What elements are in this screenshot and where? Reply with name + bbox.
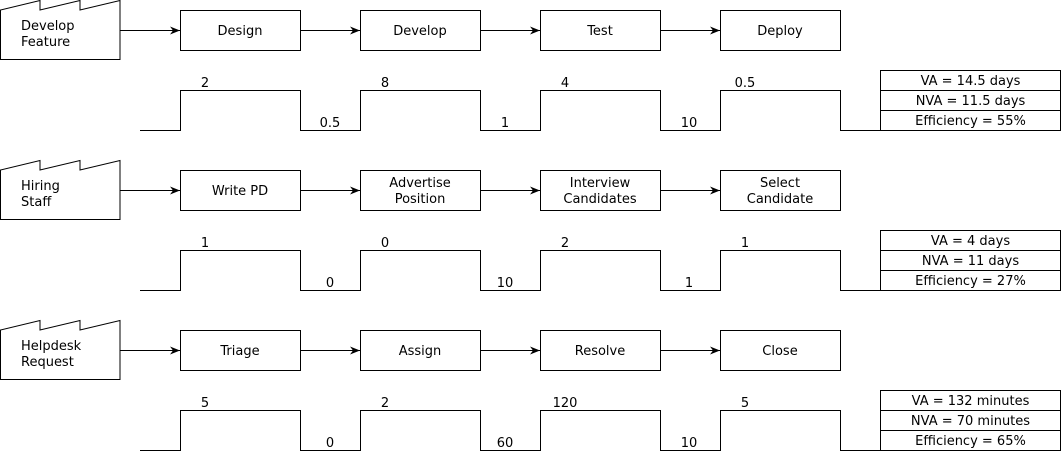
nva-time-label: 1 — [685, 276, 693, 291]
process-step-label: Select — [760, 176, 800, 191]
timeline — [140, 410, 880, 451]
process-step-box — [720, 10, 841, 51]
source-label: Feature — [21, 35, 70, 50]
summary-label: NVA = 70 minutes — [911, 414, 1030, 429]
source-label: Hiring — [21, 179, 60, 194]
source-label: Develop — [21, 19, 75, 34]
nva-time-label: 0.5 — [320, 116, 341, 131]
va-time-label: 1 — [741, 236, 749, 251]
process-step-label: Test — [586, 24, 613, 39]
summary-label: Efficiency = 27% — [915, 274, 1026, 289]
summary-label: VA = 132 minutes — [912, 394, 1030, 409]
va-time-label: 1 — [201, 236, 209, 251]
summary-label: VA = 4 days — [931, 234, 1010, 249]
process-step-label: Advertise — [389, 176, 450, 191]
va-time-label: 2 — [561, 236, 569, 251]
va-time-label: 4 — [561, 76, 569, 91]
process-step-label: Close — [762, 344, 797, 359]
summary-label: Efficiency = 55% — [915, 114, 1026, 129]
process-step-box — [360, 10, 481, 51]
va-time-label: 5 — [201, 396, 209, 411]
process-step-box — [180, 330, 301, 371]
summary-label: Efficiency = 65% — [915, 434, 1026, 449]
va-time-label: 0 — [381, 236, 389, 251]
process-step-box — [720, 330, 841, 371]
process-step-box — [540, 10, 661, 51]
process-step-label: Write PD — [212, 184, 268, 199]
va-time-label: 2 — [201, 76, 209, 91]
process-step-label: Assign — [399, 344, 442, 359]
summary-label: NVA = 11.5 days — [916, 94, 1026, 109]
factory-icon — [0, 319, 121, 380]
summary-label: VA = 14.5 days — [921, 74, 1021, 89]
va-time-label: 2 — [381, 396, 389, 411]
timeline — [140, 250, 880, 291]
va-time-label: 120 — [553, 396, 578, 411]
nva-time-label: 0 — [326, 276, 334, 291]
nva-time-label: 10 — [497, 276, 514, 291]
nva-time-label: 10 — [681, 116, 698, 131]
va-time-label: 0.5 — [735, 76, 756, 91]
process-step-label: Develop — [393, 24, 447, 39]
process-step-box — [720, 170, 841, 211]
nva-time-label: 0 — [326, 436, 334, 451]
process-step-label: Interview — [570, 176, 631, 191]
process-step-box — [360, 330, 481, 371]
source-label: Staff — [21, 195, 52, 210]
factory-icon — [0, 0, 121, 60]
process-step-label: Deploy — [757, 24, 803, 39]
process-step-box — [180, 10, 301, 51]
va-time-label: 5 — [741, 396, 749, 411]
factory-icon — [0, 159, 121, 220]
summary-label: NVA = 11 days — [922, 254, 1019, 269]
process-step-label: Design — [218, 24, 263, 39]
nva-time-label: 1 — [501, 116, 509, 131]
process-step-label: Resolve — [575, 344, 625, 359]
process-step-box — [540, 330, 661, 371]
process-step-label: Position — [395, 192, 446, 207]
process-step-label: Candidate — [747, 192, 813, 207]
process-step-label: Candidates — [563, 192, 636, 207]
source-label: Helpdesk — [21, 339, 82, 354]
nva-time-label: 10 — [681, 436, 698, 451]
process-step-label: Triage — [219, 344, 259, 359]
process-step-box — [540, 170, 661, 211]
source-label: Request — [21, 355, 74, 370]
timeline — [140, 90, 880, 131]
va-time-label: 8 — [381, 76, 389, 91]
nva-time-label: 60 — [497, 436, 514, 451]
